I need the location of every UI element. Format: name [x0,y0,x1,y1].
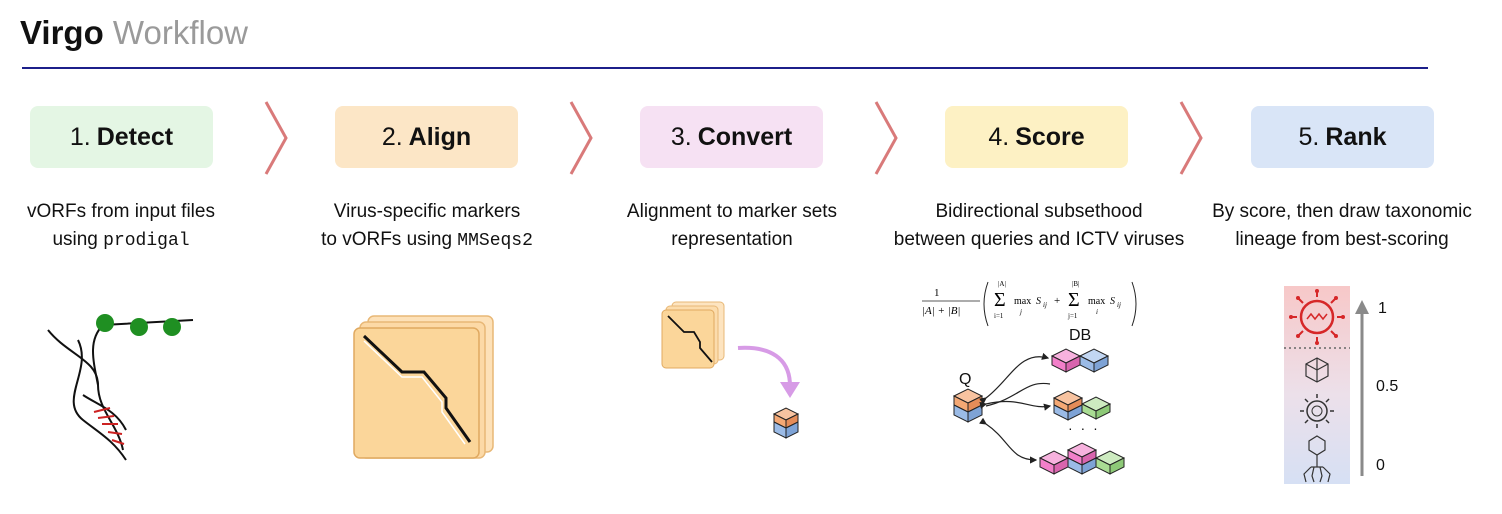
step-number: 1. [69,122,91,151]
rank-lineage-column [1284,286,1350,484]
svg-text:|A| + |B|: |A| + |B| [922,305,960,317]
desc-line: By score, then draw taxonomic [1212,201,1472,222]
query-cube [952,388,984,423]
desc-line: representation [671,229,793,250]
svg-text:ij: ij [1117,301,1121,309]
step-number: 2. [381,122,403,151]
title-divider [22,67,1428,69]
step-align: 2.Align [335,106,518,168]
tool-name: MMSeqs2 [457,231,533,251]
title-sub: Workflow [112,14,248,51]
alignment-matrix-illustration [353,315,494,459]
svg-text:S: S [1036,296,1041,307]
svg-text:Σ: Σ [994,289,1006,311]
query-label: Q [959,371,972,388]
step-name: Detect [96,122,174,151]
desc-line: Alignment to marker sets [626,201,838,222]
chevron-right-icon [1179,101,1203,175]
step-score: 4.Score [945,106,1128,168]
orf-bead [130,318,148,336]
step-number: 3. [670,122,692,151]
svg-text:j=1: j=1 [1067,312,1078,320]
step-description-score: Bidirectional subsethood between queries… [874,198,1204,254]
orf-bead [96,314,114,332]
virus-icon [1289,289,1345,345]
dna-orf-illustration [47,314,194,461]
step-number: 4. [988,122,1010,151]
desc-line: Virus-specific markers [333,201,521,222]
desc-line: using [52,229,104,250]
enveloped-virus-icon [1300,394,1334,428]
db-cube-row [1052,390,1112,421]
ellipsis: · · · [1068,420,1100,436]
subsethood-formula: 1 |A| + |B| |A| Σ i=1 max j S ij + |B| Σ… [922,280,1137,327]
score-cube-diagram [952,348,1126,475]
db-label: DB [1069,327,1092,344]
chevron-right-icon [874,101,898,175]
svg-text:|A|: |A| [998,280,1006,288]
svg-text:1: 1 [934,287,940,299]
page-title: Virgo Workflow [20,14,248,52]
bacteriophage-icon [1303,435,1331,483]
desc-line: lineage from best-scoring [1235,229,1449,250]
chevron-right-icon [264,101,288,175]
orf-bead [163,318,181,336]
step-detect: 1.Detect [30,106,213,168]
step-name: Align [408,122,472,151]
axis-tick-label: 0.5 [1376,378,1399,395]
db-cube-row [1050,348,1110,373]
svg-text:i=1: i=1 [994,312,1004,320]
desc-line: to vORFs using [321,229,458,250]
step-name: Score [1015,122,1085,151]
score-axis [1355,300,1369,476]
step-rank: 5.Rank [1251,106,1434,168]
svg-text:S: S [1110,296,1115,307]
svg-text:i: i [1096,308,1098,316]
desc-line: vORFs from input files [27,201,215,222]
axis-tick-label: 1 [1378,300,1387,317]
svg-text:j: j [1019,308,1022,316]
axis-tick-label: 0 [1376,457,1385,474]
svg-text:Σ: Σ [1068,289,1080,311]
step-convert: 3.Convert [640,106,823,168]
title-main: Virgo [20,14,104,51]
svg-text:+: + [1054,295,1060,307]
capsid-icon [1305,357,1329,383]
step-name: Convert [697,122,793,151]
svg-text:ij: ij [1043,301,1047,309]
step-description-rank: By score, then draw taxonomic lineage fr… [1187,198,1497,254]
conversion-illustration [661,301,800,439]
svg-text:|B|: |B| [1072,280,1079,288]
desc-line: Bidirectional subsethood [935,201,1143,222]
db-cube-row [1038,442,1126,475]
step-name: Rank [1325,122,1387,151]
step-number: 5. [1298,122,1320,151]
tool-name: prodigal [103,231,190,251]
step-description-align: Virus-specific markers to vORFs using MM… [277,198,577,255]
step-description-convert: Alignment to marker sets representation [582,198,882,254]
step-description-detect: vORFs from input files using prodigal [0,198,271,255]
desc-line: between queries and ICTV viruses [893,229,1185,250]
svg-text:max: max [1088,296,1105,307]
svg-text:max: max [1014,296,1031,307]
chevron-right-icon [569,101,593,175]
